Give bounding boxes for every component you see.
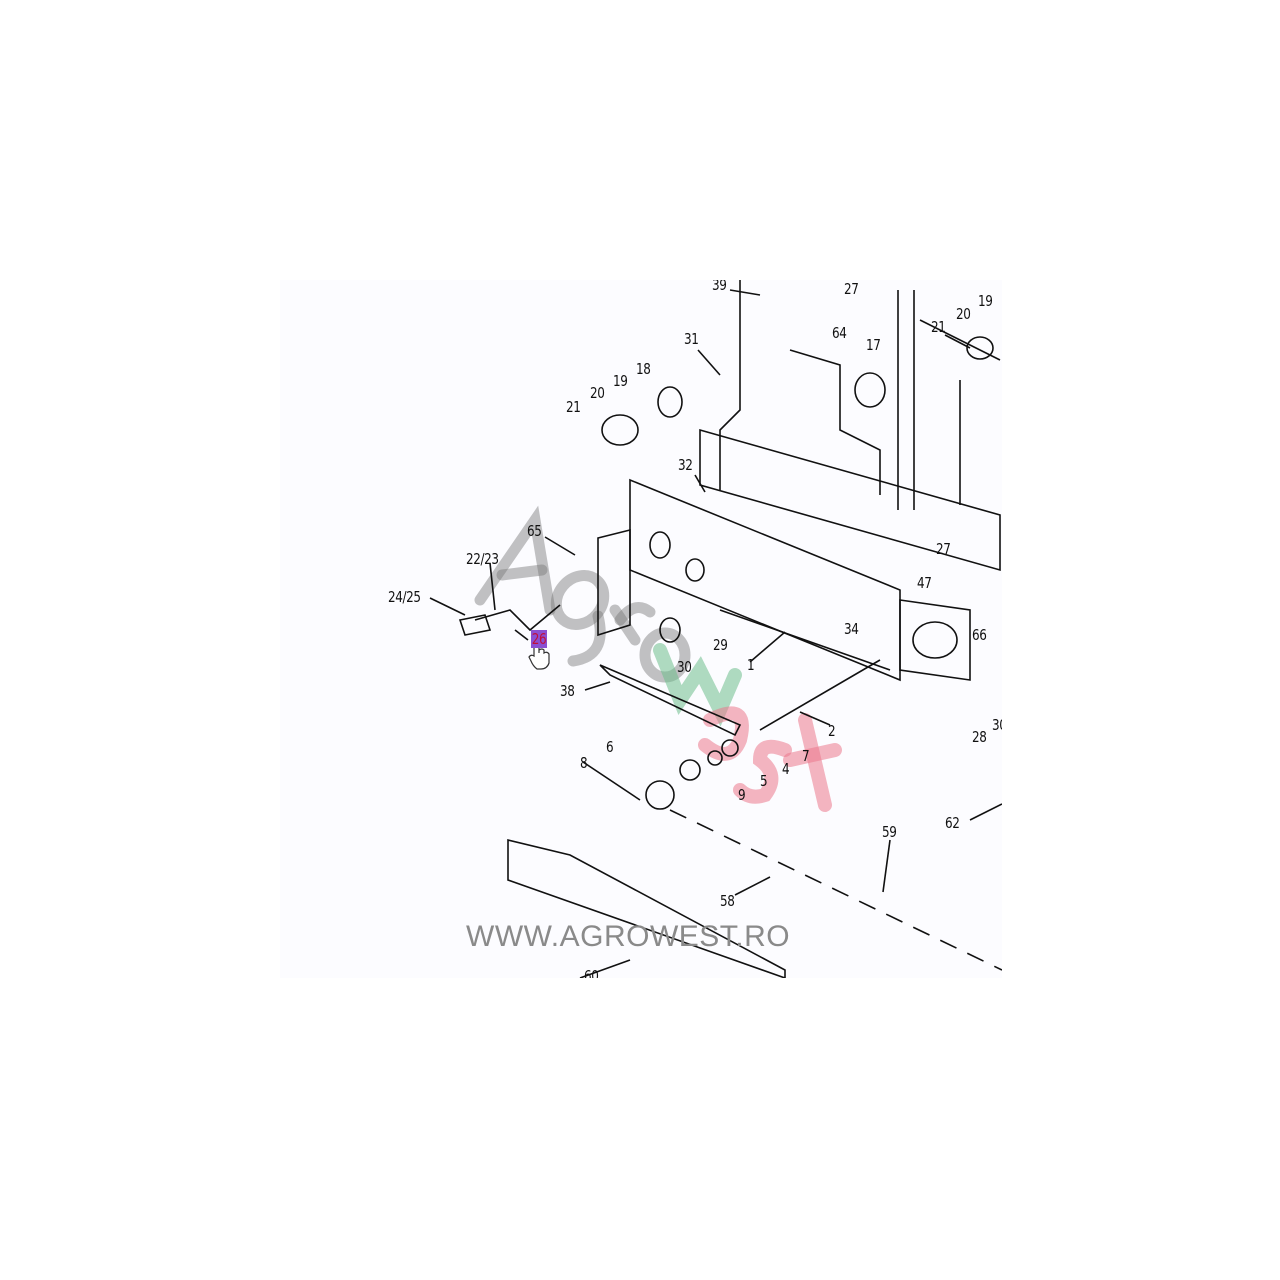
part-label[interactable]: 64: [832, 324, 847, 342]
part-label[interactable]: 32: [678, 456, 693, 474]
part-label-highlighted[interactable]: 26: [531, 630, 548, 648]
part-label[interactable]: 34: [844, 620, 859, 638]
watermark-west-graphic: [653, 643, 842, 812]
cover-60: [507, 838, 786, 978]
part-label[interactable]: 62: [945, 814, 960, 832]
part-label[interactable]: 2: [828, 722, 836, 740]
part-label[interactable]: 31: [684, 330, 699, 348]
part-label[interactable]: 21: [931, 318, 946, 336]
part-label[interactable]: 22/23: [466, 550, 499, 568]
chain-58: [669, 809, 1002, 971]
diagram-drawing: [429, 280, 1002, 978]
part-label[interactable]: 59: [882, 823, 897, 841]
part-label[interactable]: 30: [677, 658, 692, 676]
part-label[interactable]: 4: [782, 760, 790, 778]
part-label[interactable]: 65: [527, 522, 542, 540]
part-label[interactable]: 1: [747, 656, 755, 674]
part-label[interactable]: 21: [566, 398, 581, 416]
part-label[interactable]: 20: [956, 305, 971, 323]
part-label[interactable]: 38: [560, 682, 575, 700]
part-38: [599, 664, 742, 737]
watermark-agro-graphic: [474, 505, 691, 683]
parts-diagram: 39 27 19 20 21 64 17 31 18 19 20 21 32 6…: [280, 280, 1002, 978]
part-label[interactable]: 6: [606, 738, 614, 756]
watermark-url: WWW.AGROWEST.RO: [466, 920, 791, 953]
part-label[interactable]: 20: [590, 384, 605, 402]
part-label[interactable]: 60: [584, 967, 599, 978]
part-label[interactable]: 29: [713, 636, 728, 654]
bearing-housing: [899, 599, 971, 681]
part-label[interactable]: 27: [844, 280, 859, 298]
part-label[interactable]: 18: [636, 360, 651, 378]
part-label[interactable]: 5: [760, 772, 768, 790]
part-label[interactable]: 66: [972, 626, 987, 644]
part-label[interactable]: 9: [738, 786, 746, 804]
sprocket-6: [645, 780, 675, 810]
watermark-logo: [474, 505, 842, 812]
part-label[interactable]: 19: [978, 292, 993, 310]
shaft-1: [719, 609, 891, 671]
shaft-2: [759, 659, 881, 731]
part-label[interactable]: 47: [917, 574, 932, 592]
part-label[interactable]: 24/25: [388, 588, 421, 606]
part-label[interactable]: 7: [802, 747, 810, 765]
part-label[interactable]: 17: [866, 336, 881, 354]
upper-frame: [699, 428, 1001, 572]
side-bracket: [597, 528, 631, 637]
part-label[interactable]: 8: [580, 754, 588, 772]
part-label[interactable]: 58: [720, 892, 735, 910]
part-label[interactable]: 27: [936, 540, 951, 558]
part-label[interactable]: 19: [613, 372, 628, 390]
part-label[interactable]: 28: [972, 728, 987, 746]
part-label[interactable]: 39: [712, 280, 727, 294]
part-label[interactable]: 30: [992, 716, 1002, 734]
